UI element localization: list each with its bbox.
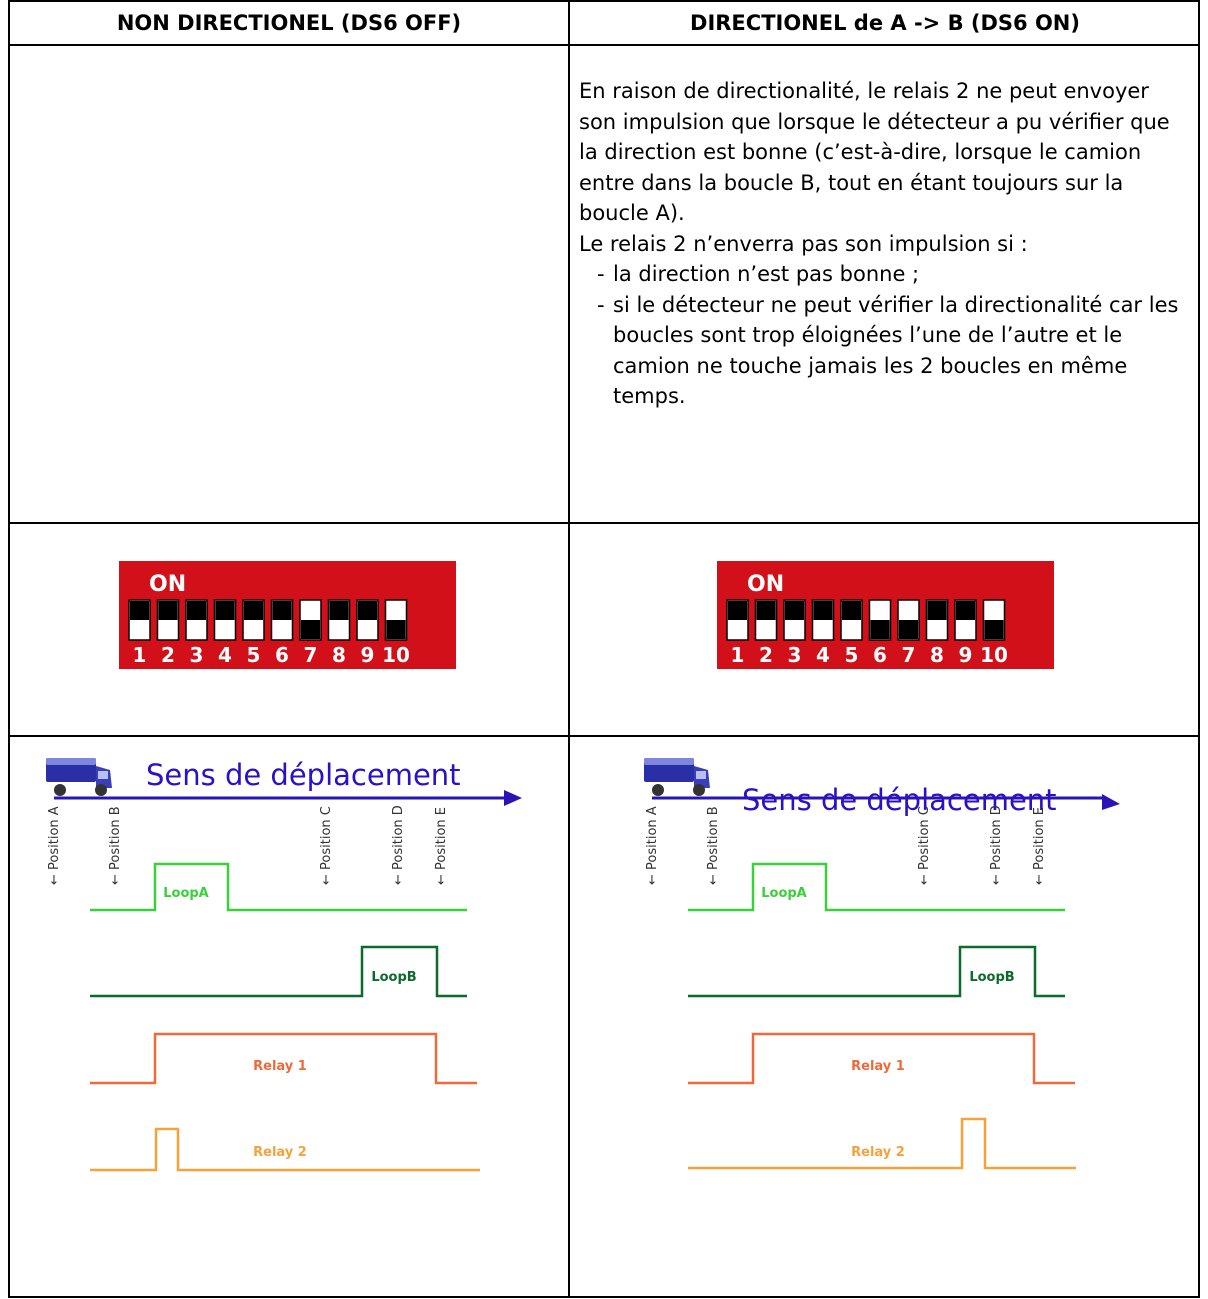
dip-switch-knob bbox=[386, 620, 406, 639]
comparison-table: NON DIRECTIONEL (DS6 OFF) DIRECTIONEL de… bbox=[8, 0, 1200, 1298]
loopA-signal bbox=[90, 862, 467, 912]
dip-switch-knob bbox=[927, 601, 947, 620]
dip-switch-knob bbox=[130, 601, 149, 620]
dip-switch-knob bbox=[813, 601, 833, 620]
dip-switch-knob bbox=[842, 601, 861, 620]
column-divider bbox=[568, 2, 570, 1296]
truck-icon bbox=[644, 758, 710, 796]
direction-arrow-head bbox=[504, 790, 522, 806]
direction-label: Sens de déplacement bbox=[742, 783, 1057, 817]
dip-switch-number: 2 bbox=[759, 643, 773, 667]
row-divider bbox=[10, 522, 1198, 524]
dip-switch-number: 8 bbox=[930, 643, 944, 667]
dip-switch-knob bbox=[329, 601, 349, 620]
loopB-signal bbox=[688, 945, 1065, 998]
header-non-directional: NON DIRECTIONEL (DS6 OFF) bbox=[116, 11, 462, 35]
dip-switch-number: 9 bbox=[361, 643, 375, 667]
dip-switch-number: 4 bbox=[816, 643, 830, 667]
loopA-signal bbox=[688, 862, 1065, 912]
loopA-label: LoopA bbox=[163, 886, 209, 901]
dip-switch-knob bbox=[899, 620, 918, 639]
condition-list: -la direction n’est pas bonne ; -si le d… bbox=[579, 259, 1189, 412]
dip-switch-knob bbox=[785, 601, 804, 620]
dip-switch-number: 5 bbox=[247, 643, 261, 667]
truck-roof bbox=[644, 758, 694, 765]
list-item: -la direction n’est pas bonne ; bbox=[597, 262, 920, 286]
loopB-label: LoopB bbox=[969, 970, 1014, 985]
list-item: -si le détecteur ne peut vérifier la dir… bbox=[597, 292, 1179, 409]
dip-switch-number: 10 bbox=[382, 643, 410, 667]
dip-switch-knob bbox=[158, 601, 178, 620]
truck-window bbox=[696, 771, 706, 779]
description-paragraph: En raison de directionalité, le relais 2… bbox=[579, 79, 1170, 225]
loopB-signal bbox=[90, 945, 467, 998]
dip-switch-knob bbox=[870, 620, 890, 639]
dip-switch-number: 6 bbox=[873, 643, 887, 667]
description-intro: Le relais 2 n’enverra pas son impulsion … bbox=[579, 231, 1028, 256]
relay2-signal bbox=[90, 1127, 480, 1172]
dip-switch-knob bbox=[358, 601, 377, 620]
dip-switch-number: 7 bbox=[304, 643, 318, 667]
direction-label: Sens de déplacement bbox=[146, 758, 461, 792]
truck-window bbox=[98, 771, 108, 779]
dip-switch-number: 10 bbox=[980, 643, 1008, 667]
dip-on-label: ON bbox=[149, 572, 186, 597]
position-label: ← Position A bbox=[645, 806, 660, 885]
dip-switch-number: 7 bbox=[902, 643, 916, 667]
dip-switch-knob bbox=[301, 620, 320, 639]
position-label: ← Position C bbox=[319, 806, 334, 885]
dip-switch-number: 8 bbox=[332, 643, 346, 667]
position-label: ← Position C bbox=[917, 806, 932, 885]
dip-switch-knob bbox=[728, 601, 747, 620]
position-label: ← Position B bbox=[706, 806, 721, 885]
dip-switch-knob bbox=[187, 601, 206, 620]
truck-wheel bbox=[54, 784, 66, 796]
truck-wheel bbox=[693, 784, 705, 796]
loopA-label: LoopA bbox=[761, 886, 807, 901]
dip-switch-number: 2 bbox=[161, 643, 175, 667]
dip-switch-number: 6 bbox=[275, 643, 289, 667]
dip-switch-number: 5 bbox=[845, 643, 859, 667]
relay1-signal bbox=[90, 1032, 477, 1085]
dip-switch-knob bbox=[244, 601, 263, 620]
timing-diagram-left: Sens de déplacement ← Position A ← Positio… bbox=[46, 758, 522, 1172]
dip-switch-number: 4 bbox=[218, 643, 232, 667]
header-directional: DIRECTIONEL de A -> B (DS6 ON) bbox=[690, 11, 1080, 35]
row-divider bbox=[10, 44, 1198, 46]
dip-switch-number: 3 bbox=[788, 643, 802, 667]
directional-description: En raison de directionalité, le relais 2… bbox=[579, 76, 1189, 412]
relay2-label: Relay 2 bbox=[851, 1145, 905, 1160]
truck-wheel bbox=[652, 784, 664, 796]
position-label: ← Position E bbox=[1032, 807, 1047, 885]
loopB-label: LoopB bbox=[371, 970, 416, 985]
timing-diagram-right: Sens de déplacement ← Position A ← Positio… bbox=[644, 758, 1120, 1170]
relay2-signal bbox=[688, 1117, 1076, 1170]
direction-arrow-head bbox=[1102, 794, 1120, 810]
position-label: ← Position D bbox=[391, 805, 406, 885]
relay1-label: Relay 1 bbox=[851, 1059, 905, 1074]
truck-wheel bbox=[95, 784, 107, 796]
dip-switch-knob bbox=[272, 601, 292, 620]
dip-switch-knob bbox=[956, 601, 975, 620]
row-divider bbox=[10, 735, 1198, 737]
dip-switch-knob bbox=[984, 620, 1004, 639]
dip-on-label: ON bbox=[747, 572, 784, 597]
dip-switch-knob bbox=[215, 601, 235, 620]
position-label: ← Position B bbox=[108, 806, 123, 885]
position-label: ← Position E bbox=[434, 807, 449, 885]
dip-switch-number: 1 bbox=[731, 643, 745, 667]
relay1-signal bbox=[688, 1032, 1075, 1085]
truck-roof bbox=[46, 758, 96, 765]
relay1-label: Relay 1 bbox=[253, 1059, 307, 1074]
relay2-label: Relay 2 bbox=[253, 1145, 307, 1160]
dip-switch-number: 3 bbox=[190, 643, 204, 667]
position-label: ← Position D bbox=[989, 805, 1004, 885]
truck-icon bbox=[46, 758, 112, 796]
dip-switch-knob bbox=[756, 601, 776, 620]
dip-switch-number: 1 bbox=[133, 643, 147, 667]
dip-switch-number: 9 bbox=[959, 643, 973, 667]
position-label: ← Position A bbox=[47, 806, 62, 885]
